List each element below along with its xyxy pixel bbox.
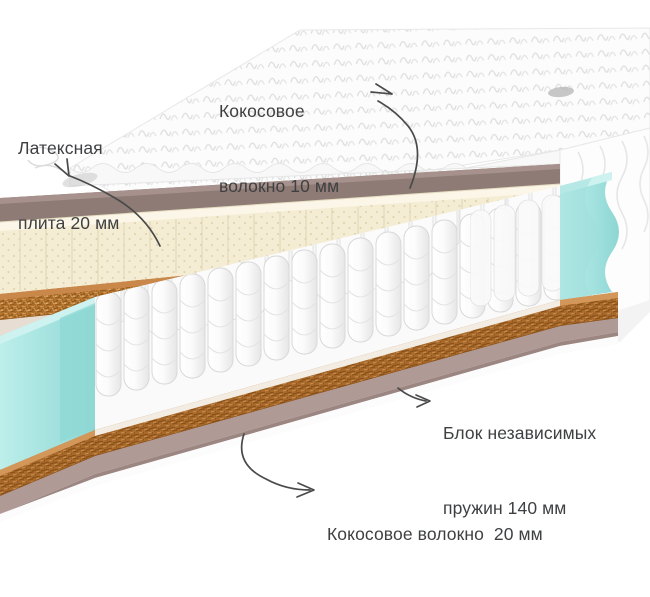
label-coir20-line1: Кокосовое волокно 20 мм [327, 524, 543, 544]
quilted-top-cover [27, 27, 650, 215]
label-latex-slab: Латексная плита 20 мм [18, 86, 119, 286]
arrow-to-coir20 [240, 433, 315, 498]
label-latex-line1: Латексная [18, 138, 103, 158]
mattress-diagram: Латексная плита 20 мм Кокосовое волокно … [0, 27, 650, 544]
arrow-to-latex [54, 158, 161, 247]
label-coconut-coir-10mm: Кокосовое волокно 10 мм [219, 49, 339, 249]
felt-pad-layer [0, 164, 560, 222]
label-latex-line2: плита 20 мм [18, 213, 120, 233]
label-coconut-coir-20mm: Кокосовое волокно 20 мм [327, 472, 543, 597]
arrow-to-spring-block [397, 387, 431, 408]
side-support-block-left [0, 297, 95, 470]
label-coir10-line2: волокно 10 мм [219, 176, 340, 196]
label-coir10-line1: Кокосовое [219, 101, 305, 121]
label-springs-line1: Блок независимых [443, 423, 597, 443]
mattress-illustration [0, 27, 650, 522]
label-spring-block: Блок независимых пружин 140 мм [443, 371, 596, 571]
side-support-block-right [560, 172, 619, 300]
label-springs-line2: пружин 140 мм [443, 498, 567, 518]
base-board [0, 318, 618, 522]
lower-board [95, 300, 560, 436]
arrow-to-coir10 [370, 83, 419, 189]
